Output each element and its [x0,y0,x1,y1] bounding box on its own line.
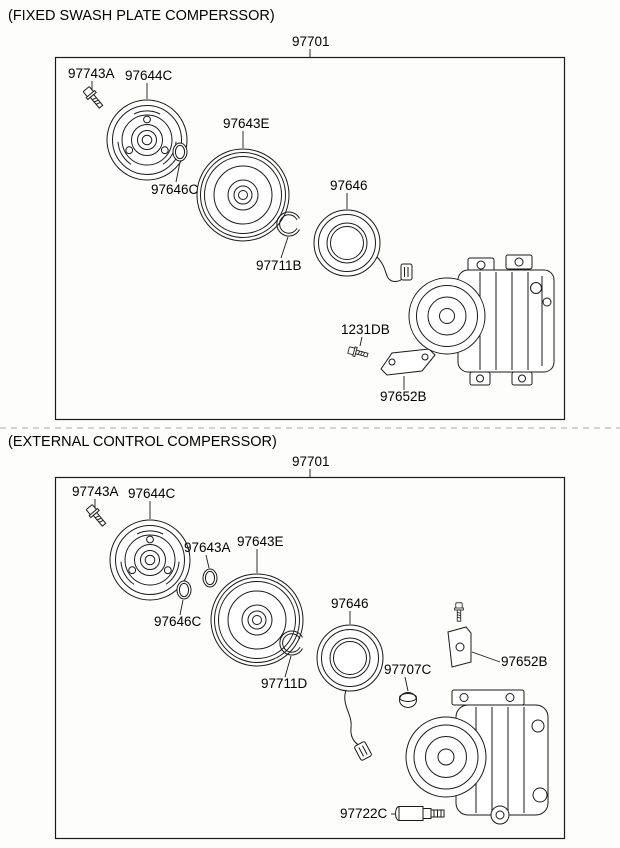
compressor-drawing [408,254,555,386]
bolt-drawing [81,85,106,111]
control-valve-drawing [395,806,445,821]
plug-drawing [399,692,417,708]
bolt-drawing [84,503,109,529]
part-label: 97711B [256,258,302,273]
bracket-drawing [447,626,472,668]
clutch-disc-drawing [106,99,188,181]
section-title: (EXTERNAL CONTROL COMPERSSOR) [8,434,277,450]
section-box [54,476,566,840]
part-label: 97646C [151,182,199,197]
bolt-drawing [346,345,370,361]
section-title: (FIXED SWASH PLATE COMPERSSOR) [8,8,275,24]
part-label: 97722C [340,806,388,821]
part-label: 97643A [184,540,231,555]
part-label: 97643E [223,116,270,131]
part-label: 97644C [128,486,176,501]
shim-ring-drawing [176,580,192,600]
coil-wire-drawing [344,689,372,761]
part-label: 97743A [68,66,115,81]
leader-lines [94,469,501,815]
compressor-drawing [405,689,549,825]
part-label: 1231DB [341,322,390,337]
part-label: 97646C [154,614,202,629]
assembly-number-label: 97701 [292,34,330,49]
part-label: 97643E [237,534,284,549]
bolt-drawing [454,602,464,622]
part-label: 97652B [380,389,427,404]
pulley-drawing [196,148,290,242]
shim-ring-drawing [172,142,188,162]
part-label: 97652B [501,654,548,669]
assembly-number-label: 97701 [292,454,330,469]
part-label: 97646 [330,178,368,193]
coil-wire-drawing [376,256,413,282]
snap-ring-drawing [276,211,300,237]
part-label: 97646 [331,596,369,611]
part-label: 97711D [261,676,308,691]
section-box [54,56,566,421]
part-label: 97743A [72,484,119,499]
field-coil-drawing [316,624,384,692]
field-coil-drawing [313,209,381,277]
leader-lines [91,49,405,390]
spacer-ring-drawing [202,568,218,588]
part-label: 97644C [125,68,173,83]
part-label: 97707C [384,662,432,677]
bracket-drawing [380,348,436,376]
